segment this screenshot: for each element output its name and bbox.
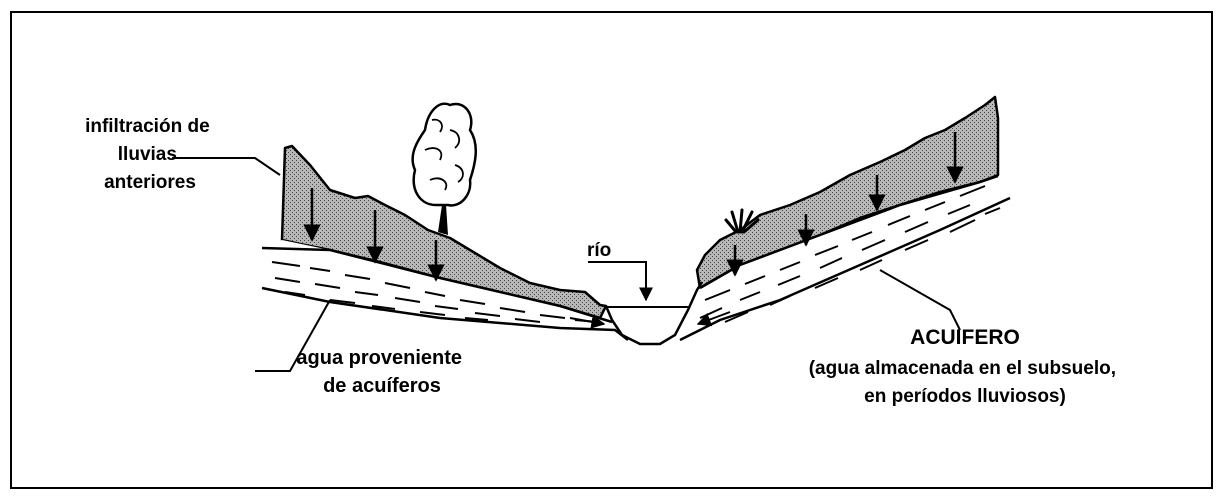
river-label: río bbox=[587, 240, 611, 261]
diagram-frame bbox=[11, 12, 1212, 488]
river-leader bbox=[588, 262, 646, 300]
aquifer-leader bbox=[880, 270, 960, 330]
tree-icon bbox=[413, 104, 476, 235]
groundwater-flow-label: agua proveniente de acuíferos bbox=[296, 347, 467, 397]
aquifer-title: ACUIFERO bbox=[910, 326, 1020, 349]
aquifer-description: (agua almacenada en el subsuelo, en perí… bbox=[809, 358, 1122, 407]
infiltration-label: infiltración de lluvias anteriores bbox=[85, 116, 215, 193]
